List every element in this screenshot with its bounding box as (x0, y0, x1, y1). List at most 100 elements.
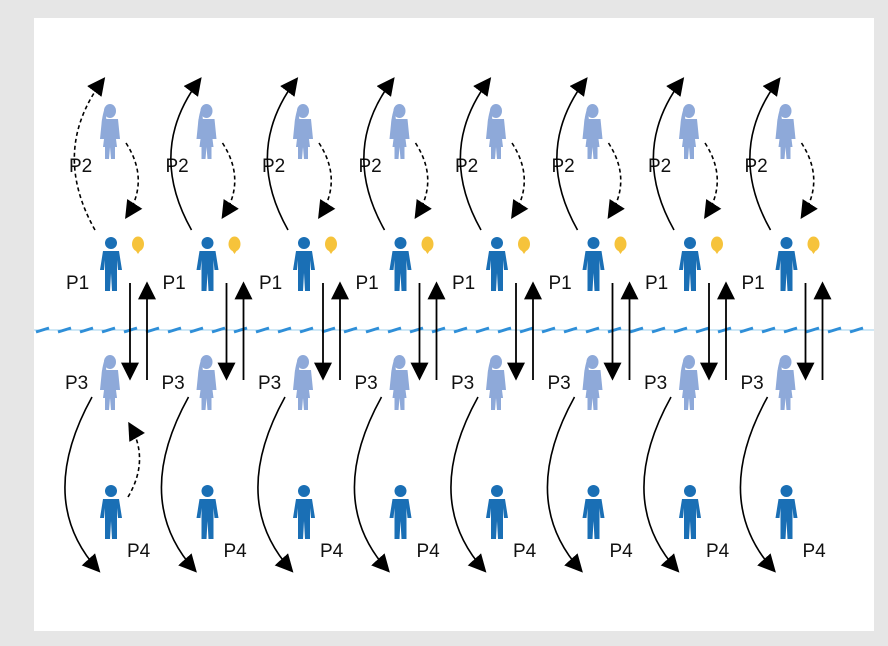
person-p2-icon (679, 104, 699, 159)
arrow-p3-to-p4 (160, 396, 197, 573)
divider-dash (343, 326, 358, 334)
balloon-icon (711, 236, 723, 254)
divider-dash (827, 326, 842, 334)
divider-dash (255, 326, 270, 334)
divider-dash (805, 326, 820, 334)
arrow-p1-to-p2 (170, 77, 202, 231)
arrow-p3-to-p4 (643, 396, 680, 573)
balloon-icon (518, 236, 530, 254)
divider-dash (739, 326, 754, 334)
divider-dash (695, 326, 710, 334)
label-p3: P3 (548, 373, 571, 394)
divider-dash (233, 326, 248, 334)
label-p3: P3 (355, 373, 378, 394)
divider-dash (299, 326, 314, 334)
divider-dash (57, 326, 72, 334)
balloon-icon (807, 236, 820, 254)
person-p2-icon (293, 104, 313, 159)
person-p4-icon (582, 485, 605, 539)
divider-dash (761, 326, 776, 334)
divider-dash (497, 326, 512, 334)
person-p4-icon (389, 485, 412, 539)
label-p1: P1 (645, 273, 668, 294)
arrow-p3-to-p4 (64, 396, 101, 573)
person-p3-icon (389, 355, 410, 410)
label-p2: P2 (552, 156, 575, 177)
label-p2: P2 (166, 156, 189, 177)
label-p4: P4 (127, 541, 151, 562)
label-p4: P4 (610, 541, 634, 562)
person-p4-icon (775, 485, 798, 539)
arrow-p1-to-p2 (652, 77, 685, 231)
label-p4: P4 (417, 541, 441, 562)
divider-dash (35, 326, 50, 334)
label-p3: P3 (451, 373, 474, 394)
arrow-p2-to-p1 (607, 142, 625, 220)
group-divider (34, 326, 874, 334)
label-p4: P4 (803, 541, 827, 562)
person-p2-icon (389, 104, 410, 159)
divider-dash (783, 326, 798, 334)
label-p4: P4 (706, 541, 730, 562)
person-p3-icon (679, 355, 699, 410)
arrow-p1-to-p2 (556, 77, 588, 231)
arrow-p2-to-p1 (414, 142, 432, 220)
arrow-p2-to-p1 (800, 142, 818, 220)
person-p1-icon (679, 237, 701, 291)
arrow-p1-to-p2 (459, 77, 492, 231)
arrow-p2-to-p1 (318, 142, 336, 220)
person-p3-icon (293, 355, 313, 410)
arrow-p3-to-p4 (546, 396, 583, 573)
label-p3: P3 (65, 373, 88, 394)
arrow-p2-to-p1 (221, 142, 239, 220)
arrow-p1-to-p2 (73, 77, 106, 231)
label-p1: P1 (549, 273, 572, 294)
divider-dash (651, 326, 666, 334)
label-p3: P3 (644, 373, 667, 394)
divider-dash (849, 326, 864, 334)
label-p1: P1 (356, 273, 379, 294)
divider-dash (607, 326, 622, 334)
divider-dash (101, 326, 116, 334)
divider-dash (629, 326, 644, 334)
divider-dash (365, 326, 380, 334)
divider-dash (475, 326, 490, 334)
label-p2: P2 (648, 156, 671, 177)
divider-dash (145, 326, 160, 334)
person-p4-icon (100, 485, 122, 539)
person-p4-icon (196, 485, 219, 539)
balloon-icon (421, 236, 434, 254)
person-p1-icon (775, 237, 798, 291)
person-p1-icon (582, 237, 605, 291)
person-p2-icon (196, 104, 217, 159)
person-p4-icon (486, 485, 508, 539)
label-p4: P4 (513, 541, 537, 562)
person-p1-icon (100, 237, 122, 291)
label-p4: P4 (320, 541, 344, 562)
divider-dash (585, 326, 600, 334)
divider-dash (431, 326, 446, 334)
person-p1-icon (196, 237, 219, 291)
arrow-p1-to-p2 (749, 77, 781, 231)
arrow-p3-to-p4 (450, 396, 487, 573)
divider-dash (189, 326, 204, 334)
divider-dash (453, 326, 468, 334)
divider-dash (321, 326, 336, 334)
arrow-p2-to-p1 (511, 142, 529, 220)
person-p1-icon (293, 237, 315, 291)
balloon-icon (614, 236, 627, 254)
arrow-p3-to-p4 (739, 396, 776, 573)
person-p4-icon (679, 485, 701, 539)
label-p3: P3 (258, 373, 281, 394)
balloon-icon (325, 236, 337, 254)
diagram-panel (34, 18, 874, 631)
arrow-p1-to-p2 (266, 77, 299, 231)
divider-dash (409, 326, 424, 334)
person-p2-icon (582, 104, 603, 159)
